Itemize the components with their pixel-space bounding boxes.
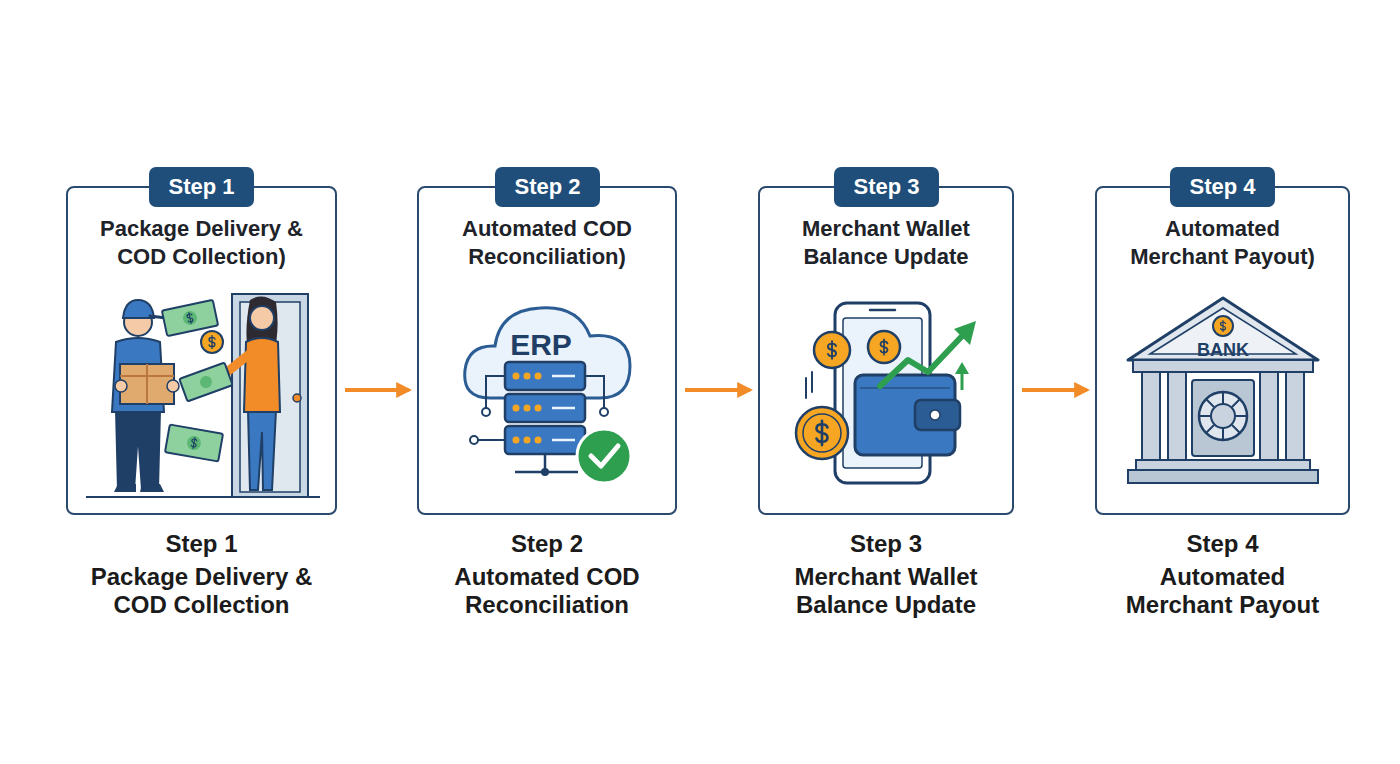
- step-caption-number: Step 3: [766, 530, 1006, 558]
- bank-label: BANK: [1197, 339, 1249, 361]
- flow-arrow: [1022, 388, 1087, 392]
- step-title: Automated Merchant Payout): [1118, 215, 1328, 271]
- step-tab: Step 2: [495, 167, 600, 207]
- step-title: Merchant Wallet Balance Update: [766, 215, 1006, 271]
- flow-arrow: [685, 388, 750, 392]
- step-caption-text: Package Delivery & COD Collection: [77, 563, 327, 619]
- step-caption-text: Automated Merchant Payout: [1113, 563, 1333, 619]
- step-title: Package Delivery & COD Collection): [77, 215, 327, 271]
- step-tab: Step 3: [834, 167, 939, 207]
- step-caption-number: Step 1: [77, 530, 327, 558]
- step-title: Automated COD Reconciliation): [427, 215, 667, 271]
- step-tab-text: Step 2: [514, 174, 580, 200]
- step-box: Package Delivery & COD Collection)Step 1…: [66, 186, 337, 515]
- step-tab: Step 4: [1170, 167, 1275, 207]
- step-caption-number: Step 4: [1108, 530, 1338, 558]
- step-caption-text: Automated COD Reconciliation: [422, 563, 672, 619]
- step-caption-number: Step 2: [427, 530, 667, 558]
- flow-arrow: [345, 388, 409, 392]
- step-tab: Step 1: [149, 167, 254, 207]
- step-caption-text: Merchant Wallet Balance Update: [766, 563, 1006, 619]
- step-tab-text: Step 3: [853, 174, 919, 200]
- step-box: Merchant Wallet Balance UpdateStep 3Merc…: [758, 186, 1014, 515]
- erp-label: ERP: [510, 328, 572, 362]
- step-tab-text: Step 1: [168, 174, 234, 200]
- step-tab-text: Step 4: [1189, 174, 1255, 200]
